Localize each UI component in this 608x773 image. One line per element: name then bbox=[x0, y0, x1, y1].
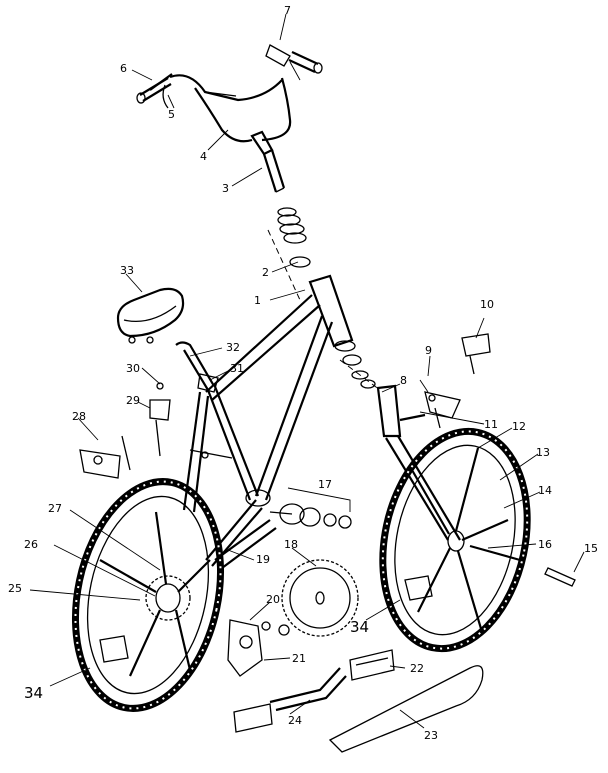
callout-33: 33 bbox=[120, 264, 134, 277]
callout-11: 11 bbox=[484, 418, 498, 431]
callout-20: 20 bbox=[266, 593, 280, 606]
callout-30: 30 bbox=[126, 362, 140, 375]
pedal-right bbox=[349, 649, 395, 681]
callout-34-rear: 34 bbox=[24, 684, 43, 702]
callout-18: 18 bbox=[284, 538, 298, 551]
callout-12: 12 bbox=[512, 420, 526, 433]
callout-32: 32 bbox=[226, 341, 240, 354]
callout-17: 17 bbox=[318, 478, 332, 491]
seat bbox=[116, 287, 185, 344]
callout-34-front: 34 bbox=[350, 618, 369, 636]
callout-8: 8 bbox=[400, 374, 407, 387]
front-fork bbox=[334, 340, 461, 541]
callout-28: 28 bbox=[72, 410, 86, 423]
callout-labels: 1 2 3 4 5 6 7 8 9 10 11 12 13 14 15 16 1… bbox=[8, 4, 598, 742]
callout-27: 27 bbox=[48, 502, 62, 515]
headset-stack bbox=[267, 207, 311, 301]
reflector-front bbox=[461, 333, 491, 375]
left-grip bbox=[136, 77, 172, 104]
callout-5: 5 bbox=[168, 108, 175, 121]
callout-29: 29 bbox=[126, 394, 140, 407]
callout-26: 26 bbox=[24, 538, 38, 551]
callout-24: 24 bbox=[288, 714, 302, 727]
callout-23: 23 bbox=[424, 729, 438, 742]
callout-21: 21 bbox=[292, 652, 306, 665]
crank-arm-left bbox=[214, 519, 277, 569]
front-brake bbox=[419, 379, 461, 429]
handlebar-stem bbox=[250, 130, 286, 193]
bottom-bracket-parts bbox=[269, 503, 352, 529]
rear-wheel bbox=[71, 478, 225, 712]
callout-31: 31 bbox=[230, 362, 244, 375]
leader-lines bbox=[29, 13, 585, 729]
derailleur bbox=[227, 619, 290, 677]
crank-arm-right bbox=[269, 667, 347, 712]
callout-19: 19 bbox=[256, 553, 270, 566]
front-wheel bbox=[379, 427, 531, 653]
callout-4: 4 bbox=[200, 150, 207, 163]
rear-brake bbox=[79, 435, 131, 479]
right-grip bbox=[265, 44, 323, 81]
chain-guard bbox=[328, 665, 484, 753]
seat-post bbox=[175, 341, 215, 391]
brake-lever-left bbox=[162, 84, 169, 109]
callout-25: 25 bbox=[8, 582, 22, 595]
callout-15: 15 bbox=[584, 542, 598, 555]
callout-2: 2 bbox=[262, 266, 269, 279]
rear-sprocket bbox=[145, 575, 191, 621]
callout-1: 1 bbox=[254, 294, 261, 307]
callout-22: 22 bbox=[410, 662, 424, 675]
callout-7: 7 bbox=[284, 4, 291, 17]
callout-10: 10 bbox=[480, 298, 494, 311]
callout-14: 14 bbox=[538, 484, 552, 497]
callout-3: 3 bbox=[222, 182, 229, 195]
callout-13: 13 bbox=[536, 446, 550, 459]
front-axle bbox=[469, 544, 576, 587]
frame bbox=[182, 274, 354, 567]
callout-6: 6 bbox=[120, 62, 127, 75]
pedal-left bbox=[233, 703, 273, 733]
callout-16: 16 bbox=[538, 538, 552, 551]
seat-clamp bbox=[149, 373, 219, 457]
callout-9: 9 bbox=[425, 344, 432, 357]
chainwheel bbox=[281, 559, 359, 637]
